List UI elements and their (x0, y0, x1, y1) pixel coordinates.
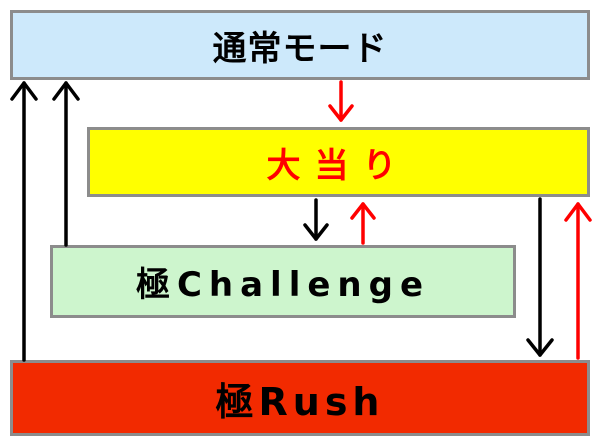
arrow-rush-to-normal-mode (10, 81, 38, 362)
arrow-normal-mode-to-jackpot (328, 80, 354, 122)
rush-label: 極Rush (215, 379, 385, 424)
arrow-jackpot-to-challenge (303, 198, 329, 241)
rush-box: 極Rush (10, 360, 590, 436)
jackpot-label: 大当り (266, 145, 411, 186)
jackpot-box: 大当り (87, 127, 590, 197)
challenge-label: 極Challenge (135, 265, 431, 305)
arrow-rush-to-jackpot (564, 202, 592, 360)
arrow-jackpot-to-rush (526, 197, 554, 357)
arrow-challenge-to-normal-mode (52, 81, 80, 247)
challenge-box: 極Challenge (50, 245, 516, 318)
normal-mode-label: 通常モード (212, 28, 388, 69)
arrow-challenge-to-jackpot (350, 202, 376, 245)
normal-mode-box: 通常モード (10, 10, 590, 80)
